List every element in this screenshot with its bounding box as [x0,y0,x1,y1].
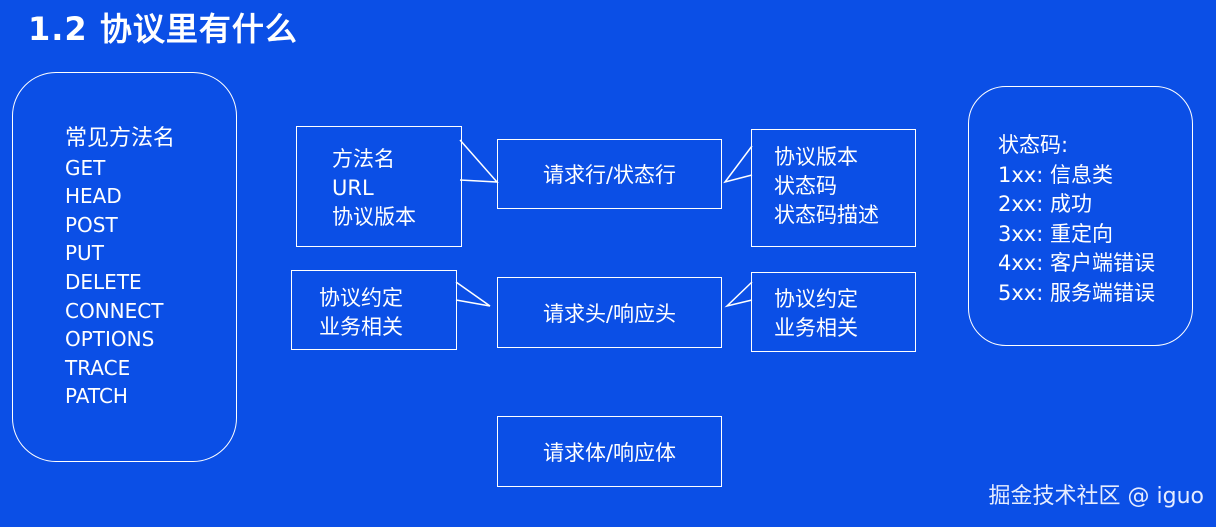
page-title: 1.2 协议里有什么 [28,10,298,48]
status-item: 3xx: 重定向 [998,221,1113,246]
status-item: 1xx: 信息类 [998,162,1113,187]
callout-request-line: 方法名 URL 协议版本 [296,126,462,247]
tail-request-line [459,139,499,183]
callout-text: URL [332,176,374,200]
header-label: 请求头/响应头 [542,301,677,326]
callout-text: 协议版本 [774,145,858,169]
callout-status-line: 协议版本 状态码 状态码描述 [751,129,916,247]
callout-text: 协议约定 [774,287,858,311]
method-item: PUT [65,241,104,266]
status-code-panel: 状态码: 1xx: 信息类 2xx: 成功 3xx: 重定向 4xx: 客户端错… [968,86,1193,346]
body-box: 请求体/响应体 [497,416,722,487]
callout-response-header: 协议约定 业务相关 [751,272,916,352]
header-box: 请求头/响应头 [497,277,722,348]
method-item: TRACE [65,355,131,380]
status-code-list: 状态码: 1xx: 信息类 2xx: 成功 3xx: 重定向 4xx: 客户端错… [998,131,1155,308]
status-item: 4xx: 客户端错误 [998,251,1155,275]
tail-request-header [455,281,491,307]
body-label: 请求体/响应体 [542,440,677,465]
callout-text: 协议约定 [319,286,403,310]
method-item: DELETE [65,269,142,294]
request-status-line-box: 请求行/状态行 [497,139,722,209]
callout-text: 方法名 [332,147,395,171]
callout-text: 状态码 [774,174,837,198]
callout-text: 状态码描述 [774,203,879,227]
method-item: PATCH [65,384,128,409]
request-status-line-label: 请求行/状态行 [542,163,677,187]
methods-heading: 常见方法名 [65,126,176,151]
callout-request-header: 协议约定 业务相关 [291,270,457,350]
watermark: 掘金技术社区 @ iguo [988,484,1204,509]
method-item: OPTIONS [65,327,155,352]
status-item: 5xx: 服务端错误 [998,280,1155,305]
method-item: CONNECT [65,298,164,323]
tail-status-line [723,145,753,184]
method-item: POST [65,212,118,237]
callout-text: 业务相关 [774,316,858,340]
tail-response-header [724,281,753,308]
method-item: HEAD [65,184,122,209]
callout-text: 协议版本 [332,205,416,229]
status-heading: 状态码: [998,133,1069,157]
callout-text: 业务相关 [319,315,403,339]
status-item: 2xx: 成功 [998,192,1092,216]
method-item: GET [65,155,106,180]
methods-list: 常见方法名 GET HEAD POST PUT DELETE CONNECT O… [65,125,175,411]
methods-panel: 常见方法名 GET HEAD POST PUT DELETE CONNECT O… [12,72,237,462]
